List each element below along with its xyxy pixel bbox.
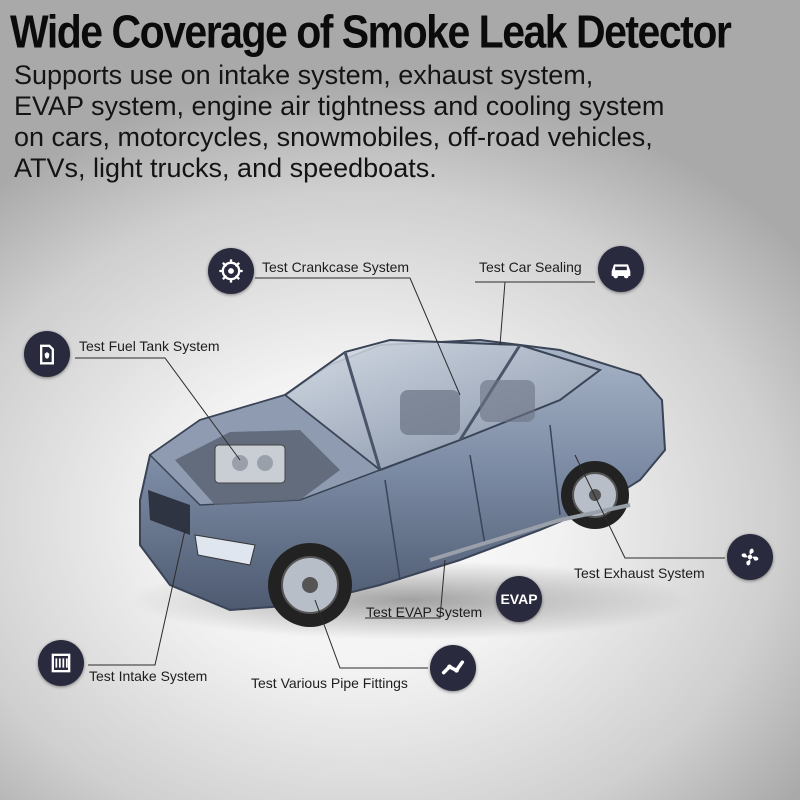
front-wheel [268, 543, 352, 627]
description-line: on cars, motorcycles, snowmobiles, off-r… [14, 122, 653, 152]
label-intake: Test Intake System [89, 668, 208, 684]
leader-intake [88, 529, 186, 666]
evap-badge: EVAP [496, 576, 542, 622]
leader-evap [365, 559, 446, 619]
label-evap: Test EVAP System [366, 604, 483, 620]
label-pipe-fittings: Test Various Pipe Fittings [251, 675, 408, 691]
rear-wheel [561, 461, 629, 529]
label-car-sealing: Test Car Sealing [479, 259, 582, 275]
leader-exhaust [574, 454, 725, 559]
car-icon [598, 246, 644, 292]
label-fuel-tank: Test Fuel Tank System [79, 338, 220, 354]
leader-pipe-fittings [314, 599, 428, 669]
label-exhaust: Test Exhaust System [574, 565, 705, 581]
fan-icon [727, 534, 773, 580]
description-line: EVAP system, engine air tightness and co… [14, 91, 665, 121]
pipe-icon [430, 645, 476, 691]
description-line: ATVs, light trucks, and speedboats. [14, 153, 437, 183]
leader-fuel-tank [75, 357, 241, 461]
leader-car-sealing [475, 281, 595, 346]
intake-filter-icon [38, 640, 84, 686]
leader-crankcase [255, 277, 461, 396]
label-crankcase: Test Crankcase System [262, 259, 410, 275]
headline: Wide Coverage of Smoke Leak Detector [10, 6, 732, 58]
description: Supports use on intake system, exhaust s… [14, 60, 794, 184]
fuel-can-icon [24, 331, 70, 377]
description-line: Supports use on intake system, exhaust s… [14, 60, 594, 90]
engine-gear-icon [208, 248, 254, 294]
